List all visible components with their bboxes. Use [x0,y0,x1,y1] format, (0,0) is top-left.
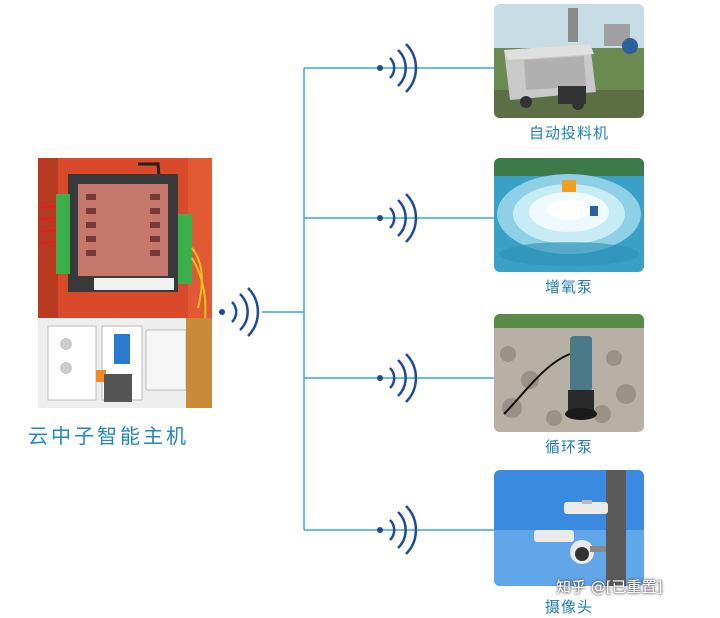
circulation-pump-photo [494,314,644,432]
controller-cabinet-photo [38,158,212,408]
camera-photo [494,470,644,586]
hub-label: 云中子智能主机 [28,424,189,448]
device-label-feeder: 自动投料机 [528,124,609,142]
device-label-aerator: 增氧泵 [544,278,593,296]
wifi-icon [377,43,418,93]
device-label-circulation: 循环泵 [544,438,593,456]
wifi-icon [377,505,418,555]
wifi-icon [219,287,260,337]
watermark: 知乎 @[已重置] [556,578,663,596]
wifi-icon [377,193,418,243]
connector-lines [262,67,494,531]
wifi-icon [377,353,418,403]
aerator-pump-photo [494,158,644,272]
feeder-machine-photo [494,4,644,118]
device-label-camera: 摄像头 [544,598,593,616]
